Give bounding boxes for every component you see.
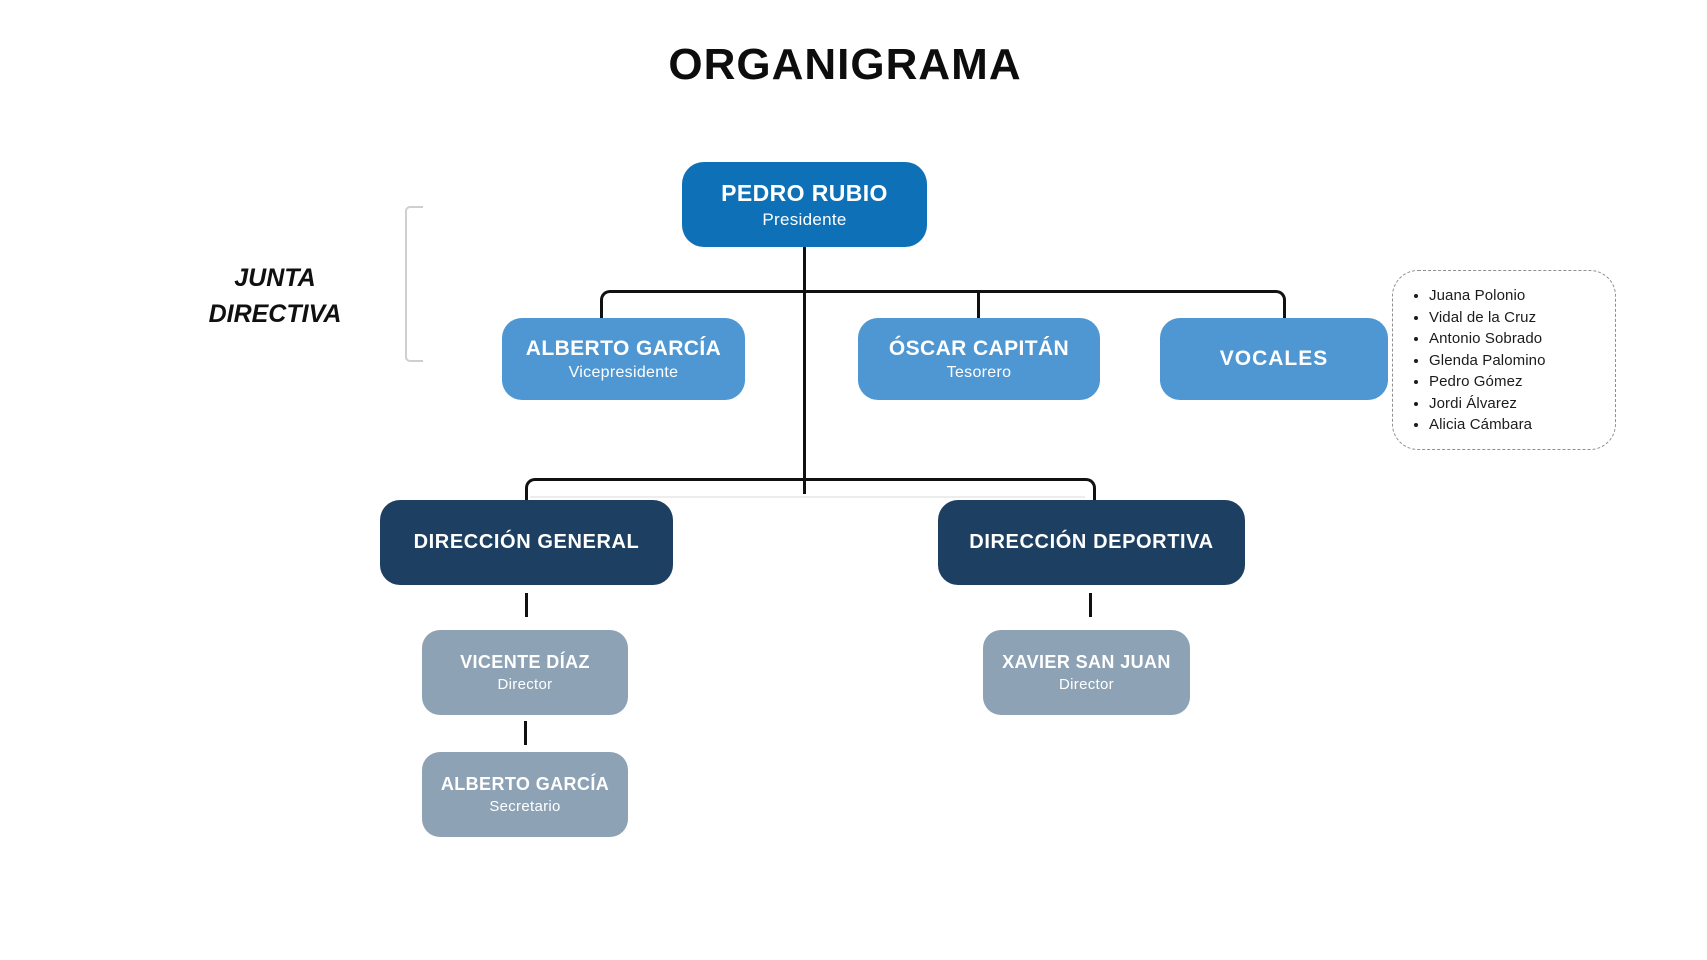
- vocales-member: Antonio Sobrado: [1429, 328, 1607, 350]
- vicepresident-name: ALBERTO GARCÍA: [525, 336, 722, 360]
- node-direccion-general: DIRECCIÓN GENERAL: [380, 500, 673, 585]
- connector-dg-director: [525, 593, 528, 617]
- page-title: ORGANIGRAMA: [668, 40, 1022, 89]
- connector-level2-bracket: [600, 290, 1286, 323]
- treasurer-name: ÓSCAR CAPITÁN: [888, 336, 1070, 360]
- vocales-member: Jordi Álvarez: [1429, 393, 1607, 415]
- dg-director-role: Director: [497, 676, 553, 693]
- secretary-name: ALBERTO GARCÍA: [440, 774, 610, 794]
- vocales-member: Pedro Gómez: [1429, 371, 1607, 393]
- connector-treasurer-drop: [977, 290, 980, 320]
- vocales-label: VOCALES: [1219, 347, 1329, 370]
- dd-director-name: XAVIER SAN JUAN: [1002, 652, 1171, 672]
- node-dg-director: VICENTE DÍAZ Director: [422, 630, 628, 715]
- treasurer-role: Tesorero: [946, 363, 1012, 381]
- connector-faint-line: [530, 496, 1085, 498]
- secretary-role: Secretario: [489, 798, 561, 815]
- vocales-members-panel: Juana Polonio Vidal de la Cruz Antonio S…: [1392, 270, 1616, 450]
- junta-directiva-bracket: [405, 206, 423, 362]
- vocales-members-list: Juana Polonio Vidal de la Cruz Antonio S…: [1393, 285, 1615, 436]
- node-vicepresident: ALBERTO GARCÍA Vicepresidente: [502, 318, 745, 400]
- president-name: PEDRO RUBIO: [721, 179, 888, 206]
- connector-secretary: [524, 721, 527, 745]
- direccion-deportiva-label: DIRECCIÓN DEPORTIVA: [969, 531, 1214, 553]
- direccion-general-label: DIRECCIÓN GENERAL: [413, 531, 640, 553]
- node-secretary: ALBERTO GARCÍA Secretario: [422, 752, 628, 837]
- vicepresident-role: Vicepresidente: [568, 363, 679, 381]
- vocales-member: Vidal de la Cruz: [1429, 307, 1607, 329]
- dg-director-name: VICENTE DÍAZ: [460, 652, 590, 672]
- connector-dd-director: [1089, 593, 1092, 617]
- node-treasurer: ÓSCAR CAPITÁN Tesorero: [858, 318, 1100, 400]
- node-direccion-deportiva: DIRECCIÓN DEPORTIVA: [938, 500, 1245, 585]
- junta-line1: JUNTA: [234, 264, 316, 292]
- vocales-member: Juana Polonio: [1429, 285, 1607, 307]
- vocales-member: Glenda Palomino: [1429, 350, 1607, 372]
- dd-director-role: Director: [1059, 676, 1114, 693]
- connector-level3-bracket: [525, 478, 1096, 503]
- connector-president-stem: [803, 247, 806, 494]
- node-dd-director: XAVIER SAN JUAN Director: [983, 630, 1190, 715]
- vocales-member: Alicia Cámbara: [1429, 414, 1607, 436]
- president-role: Presidente: [762, 209, 847, 229]
- junta-line2: DIRECTIVA: [208, 300, 342, 329]
- node-president: PEDRO RUBIO Presidente: [682, 162, 927, 247]
- node-vocales: VOCALES: [1160, 318, 1388, 400]
- junta-directiva-label: JUNTA DIRECTIVA: [150, 260, 400, 333]
